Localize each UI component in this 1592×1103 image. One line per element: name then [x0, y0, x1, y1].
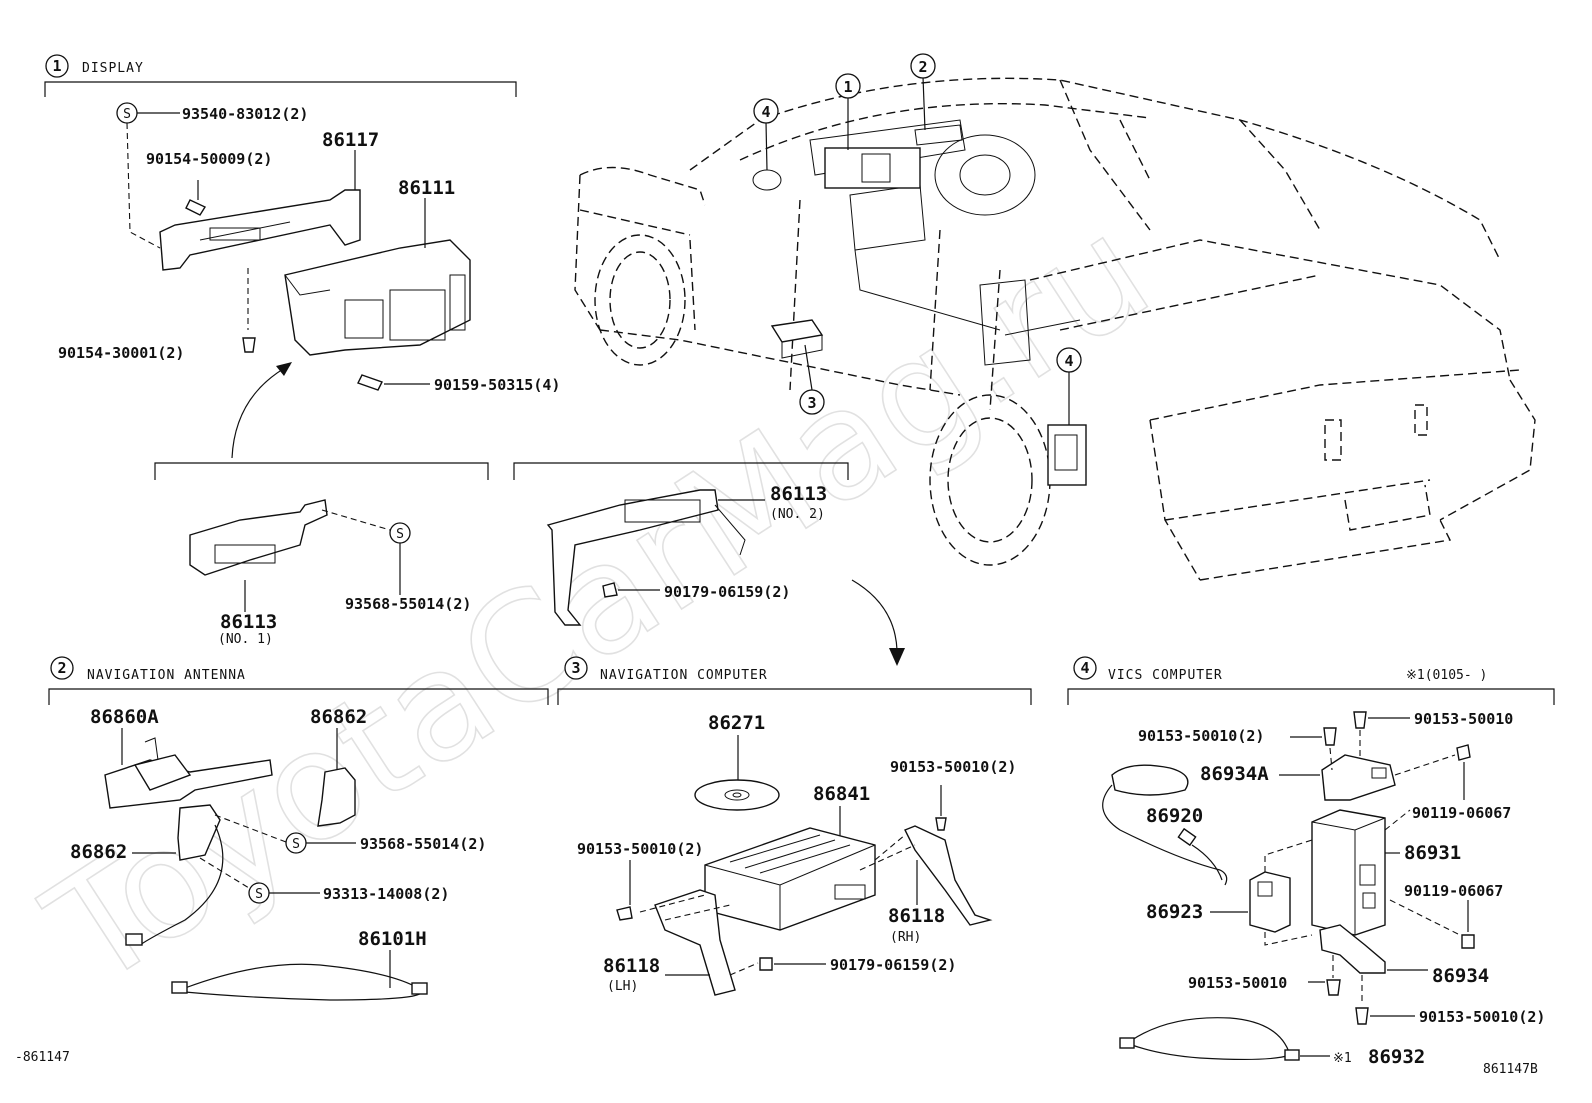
label-86113-no2: 86113 [770, 483, 827, 505]
bracket-86113-no2 [546, 489, 719, 626]
label-86934: 86934 [1432, 965, 1489, 987]
label-86113-no2-sub: (NO. 2) [770, 507, 825, 522]
figure-code-right: 861147B [1483, 1062, 1538, 1077]
section-computer-title: NAVIGATION COMPUTER [600, 668, 768, 683]
label-90153-50010-a: 90153-50010(2) [577, 840, 703, 858]
car-callout-4a: 4 [761, 103, 770, 121]
section-vics: 4 VICS COMPUTER ※1(0105- ) 90153-50010(2… [1067, 656, 1555, 1068]
antenna-86920 [1111, 764, 1189, 796]
s-mark-4: S [255, 887, 263, 902]
label-90119-06067-b: 90119-06067 [1404, 882, 1503, 900]
label-86923: 86923 [1146, 901, 1203, 923]
car-callout-3: 3 [807, 394, 816, 412]
label-86117: 86117 [322, 129, 379, 151]
section-antenna-number: 2 [57, 659, 66, 677]
callout-1-circle [835, 73, 861, 99]
label-86932: 86932 [1368, 1046, 1425, 1068]
label-86934a: 86934A [1200, 763, 1269, 785]
computer-86841 [704, 827, 876, 931]
section-vics-note: ※1(0105- ) [1406, 668, 1487, 683]
vics-computer-86931 [1311, 809, 1386, 936]
label-86118-lh: 86118 [603, 955, 660, 977]
label-86862-a: 86862 [310, 706, 367, 728]
car-callout-4b: 4 [1064, 352, 1073, 370]
label-86271: 86271 [708, 712, 765, 734]
bracket-86118-lh [654, 889, 736, 996]
label-90153-50010-c: 90153-50010(2) [1138, 727, 1264, 745]
section-computer-number: 3 [571, 659, 580, 677]
label-86931: 86931 [1404, 842, 1461, 864]
figure-code-left: -861147 [15, 1050, 70, 1065]
section-antenna: 2 NAVIGATION ANTENNA 86860A 86862 86862 … [48, 656, 549, 1001]
label-90179-06159-b: 90179-06159(2) [830, 956, 956, 974]
bracket-86934a [1321, 754, 1396, 801]
section-vics-title: VICS COMPUTER [1108, 668, 1223, 683]
label-90153-50010-e: 90153-50010 [1188, 974, 1287, 992]
label-90119-06067-a: 90119-06067 [1412, 804, 1511, 822]
section-display: 1 DISPLAY S 93540-83012(2) 86117 90154-5… [44, 54, 905, 666]
label-93568-55014-b: 93568-55014(2) [360, 835, 486, 853]
label-90153-50010-d: 90153-50010 [1414, 710, 1513, 728]
bracket-86862-b [177, 804, 221, 861]
label-86113-no1-sub: (NO. 1) [218, 632, 273, 647]
s-mark-2: S [396, 527, 404, 542]
label-86111: 86111 [398, 177, 455, 199]
s-mark-1: S [123, 107, 131, 122]
label-86920: 86920 [1146, 805, 1203, 827]
label-93568-55014-a: 93568-55014(2) [345, 595, 471, 613]
disc-86271 [694, 779, 780, 811]
bracket-86118-rh [904, 825, 993, 926]
section-computer: 3 NAVIGATION COMPUTER 86271 86841 86118 … [557, 656, 1032, 996]
bracket-86934 [1319, 924, 1386, 974]
section-display-number: 1 [52, 57, 61, 75]
label-86932-mark: ※1 [1333, 1051, 1352, 1066]
section-display-title: DISPLAY [82, 61, 144, 76]
label-93313-14008: 93313-14008(2) [323, 885, 449, 903]
label-86841: 86841 [813, 783, 870, 805]
cable-86932 [1131, 1017, 1291, 1061]
label-86118-rh: 86118 [888, 905, 945, 927]
label-90159-50315: 90159-50315(4) [434, 376, 560, 394]
label-86860a: 86860A [90, 706, 159, 728]
watermark: ToyotaCarMag.ru [18, 183, 1179, 1022]
label-86862-b: 86862 [70, 841, 127, 863]
car-illustration [574, 77, 1536, 581]
section-vics-number: 4 [1080, 659, 1089, 677]
section-antenna-title: NAVIGATION ANTENNA [87, 668, 246, 683]
label-90154-50009: 90154-50009(2) [146, 150, 272, 168]
bracket-86862-a [317, 767, 356, 827]
label-86118-rh-sub: (RH) [890, 930, 921, 945]
label-86101h: 86101H [358, 928, 427, 950]
label-90154-30001: 90154-30001(2) [58, 344, 184, 362]
car-callout-1: 1 [843, 78, 852, 96]
s-mark-3: S [292, 837, 300, 852]
label-86113-no1: 86113 [220, 611, 277, 633]
module-86923 [1249, 871, 1291, 933]
cable-86101h [184, 963, 423, 1001]
label-86118-lh-sub: (LH) [607, 979, 638, 994]
label-90153-50010-f: 90153-50010(2) [1419, 1008, 1545, 1026]
car-callout-2: 2 [918, 58, 927, 76]
label-90153-50010-b: 90153-50010(2) [890, 758, 1016, 776]
bracket-86113-no1 [189, 499, 328, 576]
label-93540-83012: 93540-83012(2) [182, 105, 308, 123]
svg-text:ToyotaCarMag.ru: ToyotaCarMag.ru [19, 183, 1178, 1020]
label-90179-06159-a: 90179-06159(2) [664, 583, 790, 601]
car-callouts: 1 2 3 4 4 [753, 53, 1082, 425]
